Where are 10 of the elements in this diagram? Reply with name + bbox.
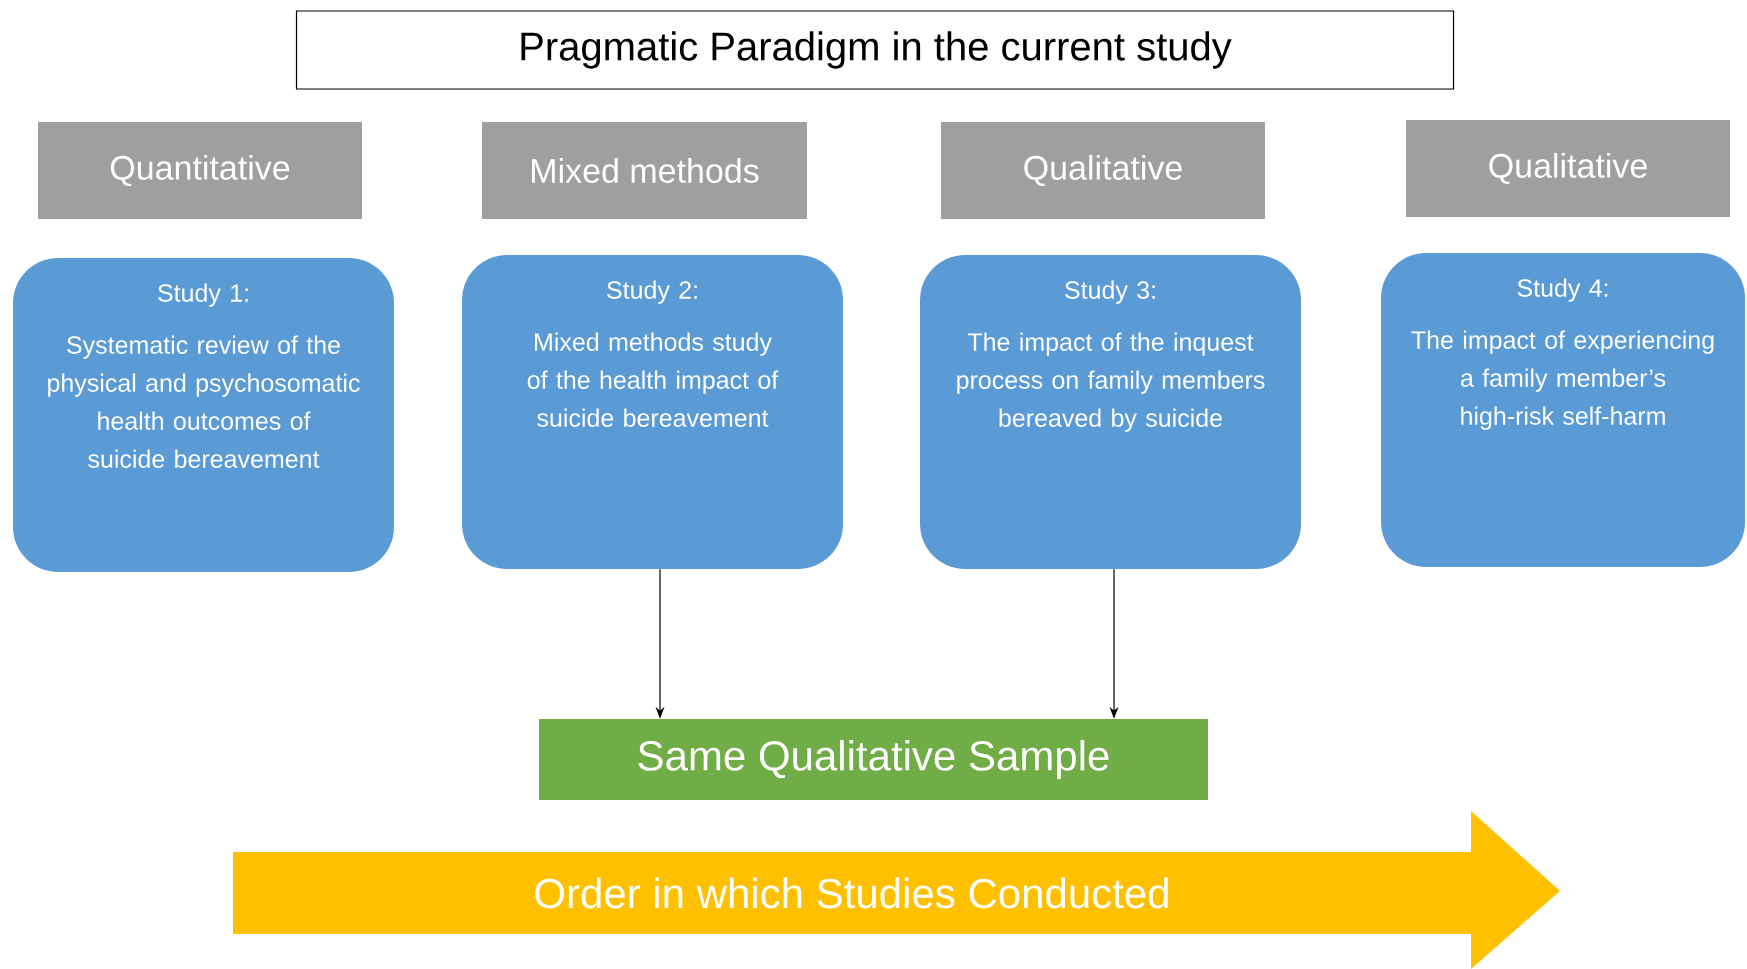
study-box: Study 3: The impact of the inquest process on family members bereaved by suicide [920, 255, 1301, 569]
method-box: Qualitative [941, 122, 1265, 219]
method-box: Qualitative [1406, 120, 1730, 217]
study-box: Study 4: The impact of experiencing a family member’s high-risk self-harm [1381, 253, 1745, 567]
study-box: Study 1: Systematic review of the physical and psychosomatic health outcomes of suicide bereavement [13, 258, 394, 572]
method-box: Quantitative [38, 122, 362, 219]
study-box: Study 2: Mixed methods study of the health impact of suicide bereavement [462, 255, 843, 569]
sample-box: Same Qualitative Sample [539, 719, 1208, 800]
method-box: Mixed methods [482, 122, 807, 219]
title-box: Pragmatic Paradigm in the current study [295, 10, 1455, 90]
